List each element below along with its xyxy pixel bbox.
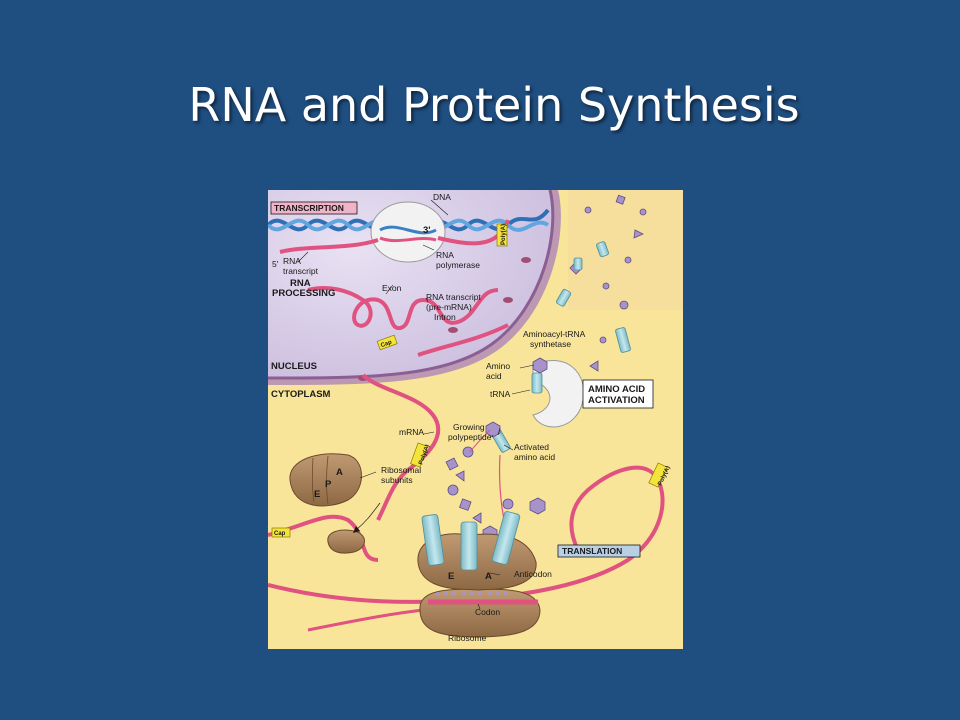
pre-mrna-label-2: (pre-mRNA) [426, 302, 472, 312]
ribosomal-subunits: E P A [289, 453, 365, 554]
free-amino-acids [569, 194, 647, 372]
cytoplasm-label: CYTOPLASM [271, 389, 331, 400]
rna-processing-label-2: PROCESSING [272, 288, 335, 299]
protein-synthesis-diagram: Poly(A) Cap Poly(A) Cap Poly(A) [268, 190, 683, 649]
free-trnas [556, 241, 631, 353]
rna-processing-label: RNA [290, 278, 311, 289]
cap-tag-mrna: Cap [271, 527, 291, 538]
pre-mrna [307, 286, 499, 330]
amino-acid-activation-label: AMINO ACID [588, 384, 645, 395]
rna-transcript [279, 238, 379, 254]
trna-label: tRNA [490, 389, 511, 399]
activated-amino-acid-label: Activated [514, 442, 549, 452]
dna-label: DNA [433, 192, 451, 202]
rna-polymerase [370, 201, 446, 263]
site-a: A [485, 571, 492, 582]
codon-label: Codon [475, 607, 500, 617]
rna-polymerase-label-2: polymerase [436, 260, 480, 270]
growing-polypeptide-label: Growing [453, 422, 485, 432]
aminoacyl-trna-synthetase [531, 357, 585, 428]
amino-acid-activation-label-2: ACTIVATION [588, 395, 645, 406]
activated-amino-acid [485, 421, 511, 453]
cap-tag: Cap [376, 334, 398, 351]
translation-label: TRANSLATION [562, 546, 622, 556]
aminoacyl-trna-label-2: synthetase [530, 339, 571, 349]
site-a-small: A [336, 467, 343, 478]
exon-label: Exon [382, 283, 402, 293]
poly-a-label: Poly(A) [501, 224, 507, 245]
mrna-strand [361, 373, 441, 521]
ribosome-label: Ribosome [448, 633, 487, 643]
amino-acid-activation-box: AMINO ACID ACTIVATION [582, 379, 654, 409]
ribosomal-subunits-label-2: subunits [381, 475, 413, 485]
poly-a-tag: Poly(A) [496, 223, 508, 247]
ribosomal-subunits-label: Ribosomal [381, 465, 421, 475]
aminoacyl-trna-label: Aminoacyl-tRNA [523, 329, 586, 339]
transcription-badge: TRANSCRIPTION [270, 201, 358, 215]
translation-badge: TRANSLATION [557, 544, 641, 558]
ribosome-trnas [421, 511, 521, 571]
five-prime-label: 5' [272, 259, 279, 269]
leader-lines [297, 199, 535, 610]
site-p-small: P [325, 479, 332, 490]
site-e: E [448, 571, 454, 582]
three-prime-label: 3' [423, 225, 431, 236]
growing-polypeptide-label-2: polypeptide [448, 432, 492, 442]
anticodon-label: Anticodon [514, 569, 552, 579]
pre-mrna-label: RNA transcript [426, 292, 481, 302]
slide-title: RNA and Protein Synthesis [188, 78, 800, 132]
rna-transcript-label: RNA [283, 256, 301, 266]
activated-amino-acid-label-2: amino acid [514, 452, 555, 462]
cap-label: Cap [274, 531, 286, 537]
cap-label: Cap [380, 339, 393, 349]
amino-acid-label-2: acid [486, 371, 502, 381]
nucleus-label: NUCLEUS [271, 361, 317, 372]
site-e-small: E [314, 489, 320, 500]
rna-polymerase-label: RNA [436, 250, 454, 260]
nucleus [268, 190, 561, 385]
transcription-label: TRANSCRIPTION [274, 203, 344, 213]
intron-label: Intron [434, 312, 456, 322]
amino-acid-label: Amino [486, 361, 510, 371]
rna-transcript-label-2: transcript [283, 266, 319, 276]
codon-strip [428, 592, 538, 605]
mrna-label: mRNA [399, 427, 424, 437]
